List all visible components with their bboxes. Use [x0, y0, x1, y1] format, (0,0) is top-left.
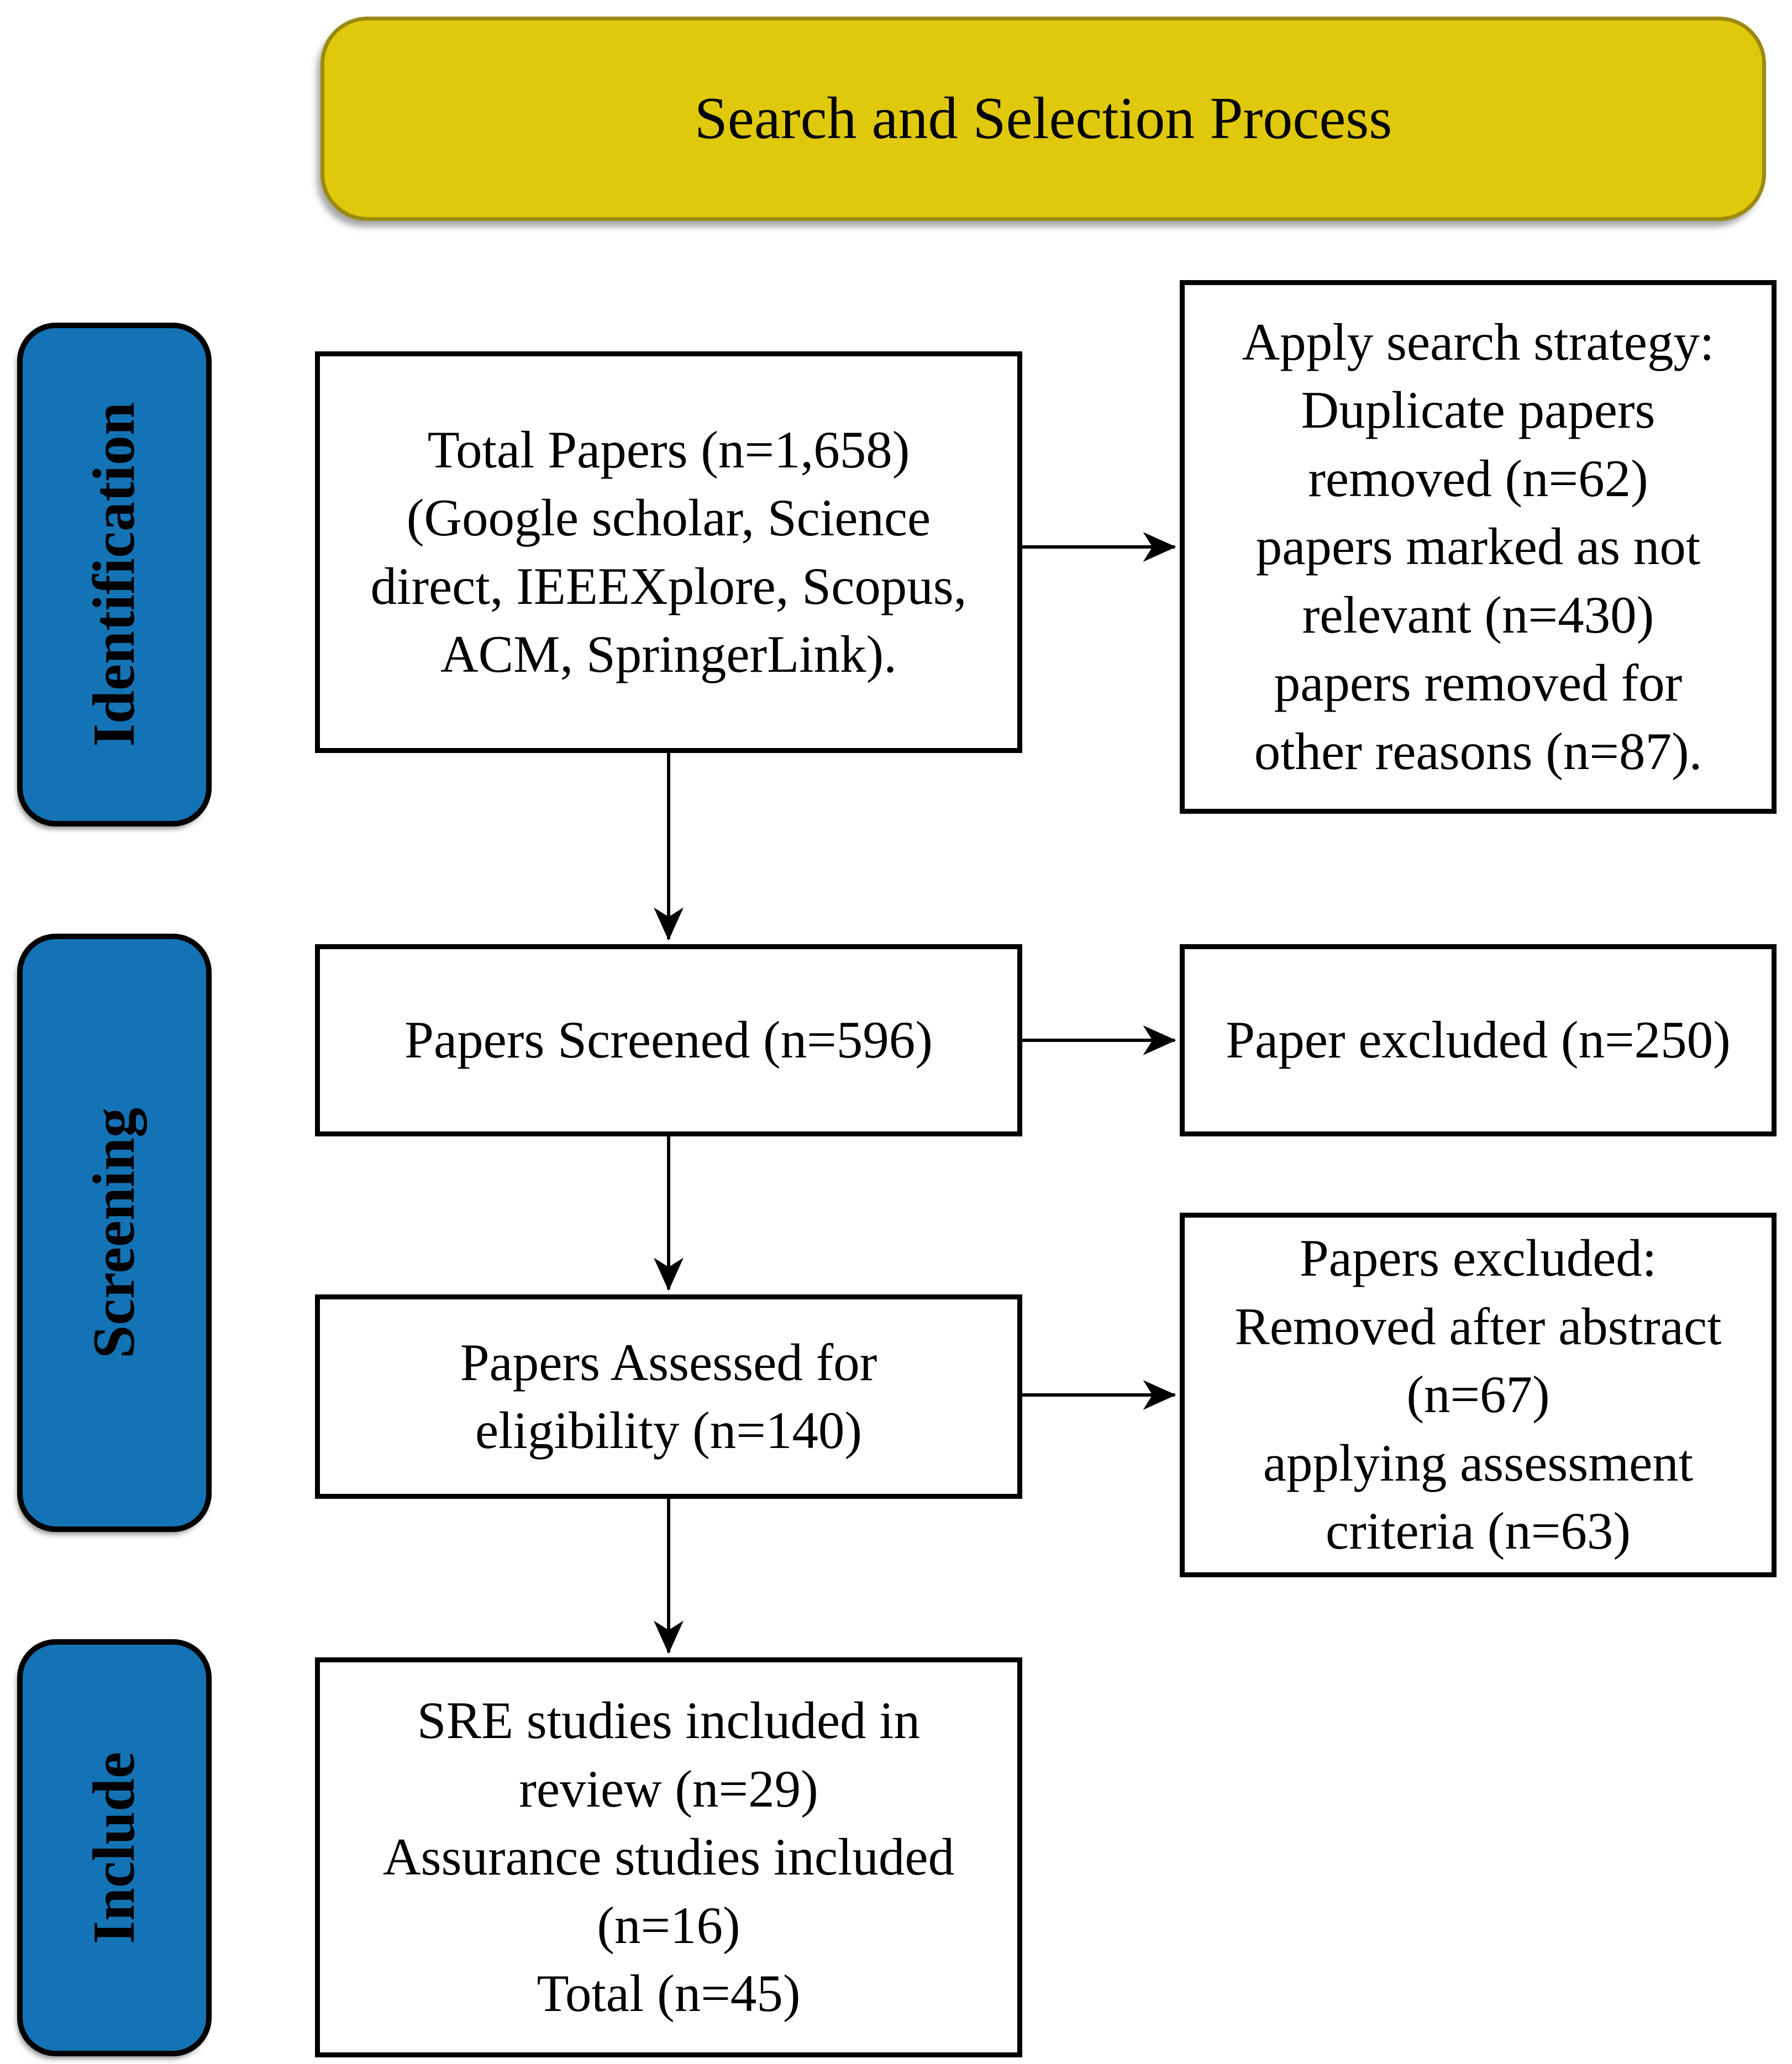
node-apply-search-strategy: Apply search strategy: Duplicate papers … — [1180, 280, 1777, 814]
title-text: Search and Selection Process — [694, 86, 1392, 151]
node-papers-assessed: Papers Assessed for eligibility (n=140) — [315, 1294, 1022, 1499]
stage-include-label: Include — [81, 1751, 148, 1944]
stage-screening-label: Screening — [81, 1107, 147, 1359]
stage-identification: Identification — [17, 323, 212, 826]
stage-include: Include — [17, 1639, 212, 2056]
stage-identification-label: Identification — [81, 402, 148, 747]
title-banner: Search and Selection Process — [320, 17, 1766, 221]
node-paper-excluded-text: Paper excluded (n=250) — [1226, 1010, 1731, 1070]
node-papers-screened: Papers Screened (n=596) — [315, 944, 1022, 1136]
node-sre-included-text: SRE studies included in review (n=29) As… — [382, 1691, 955, 2023]
node-papers-excluded-text: Papers excluded: Removed after abstract … — [1234, 1229, 1722, 1561]
node-total-papers-text: Total Papers (n=1,658) (Google scholar, … — [370, 420, 967, 684]
node-papers-assessed-text: Papers Assessed for eligibility (n=140) — [460, 1333, 877, 1460]
node-sre-included: SRE studies included in review (n=29) As… — [315, 1657, 1022, 2057]
node-papers-excluded: Papers excluded: Removed after abstract … — [1180, 1213, 1777, 1577]
node-apply-search-strategy-text: Apply search strategy: Duplicate papers … — [1242, 312, 1715, 781]
node-total-papers: Total Papers (n=1,658) (Google scholar, … — [315, 351, 1022, 753]
node-papers-screened-text: Papers Screened (n=596) — [404, 1010, 933, 1070]
stage-screening: Screening — [17, 934, 212, 1532]
node-paper-excluded: Paper excluded (n=250) — [1180, 944, 1777, 1136]
